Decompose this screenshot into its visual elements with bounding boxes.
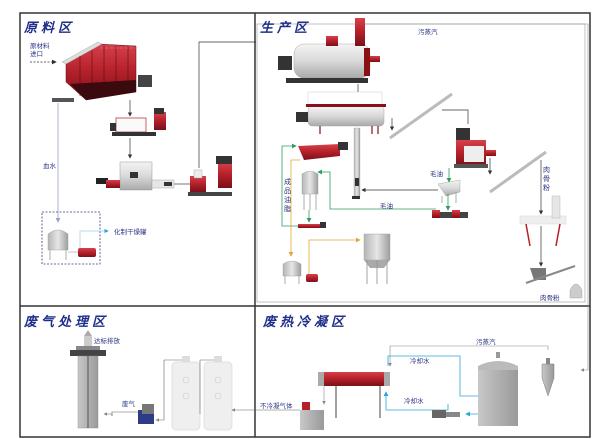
flow-to-dryer xyxy=(79,228,109,248)
flow-cooling-water-out xyxy=(387,355,485,399)
screw-press xyxy=(454,128,496,168)
screw-conveyor-1 xyxy=(389,92,453,140)
label-raw-inlet: 原材料进口 xyxy=(30,42,50,58)
cooling-tower xyxy=(478,352,518,426)
oil-pump xyxy=(298,222,326,228)
transfer-pump xyxy=(174,156,232,196)
crude-oil-pump xyxy=(432,210,468,218)
zone-title-raw: 原料区 xyxy=(24,21,76,36)
label-waste-gas: 废气 xyxy=(122,400,135,408)
zone-frames xyxy=(19,12,591,438)
label-crude-oil-1: 毛油 xyxy=(430,170,443,178)
label-discharge: 达标排放 xyxy=(94,337,120,345)
horizontal-press-tank xyxy=(296,91,386,134)
label-noncondensable-gas: 不冷凝气体 xyxy=(260,402,293,410)
zone-title-exhaust: 废气处理区 xyxy=(24,315,110,330)
grinder xyxy=(519,195,567,247)
flow-green-loop xyxy=(281,143,306,227)
condense-zone xyxy=(300,345,555,430)
flow-dirty-steam-top xyxy=(365,23,589,372)
decanter-centrifuge xyxy=(298,142,348,160)
blood-water-tank xyxy=(47,229,96,260)
label-dirty-steam-top: 污蒸汽 xyxy=(418,28,438,36)
blood-water-tank-box xyxy=(41,211,101,265)
label-finished-oil: 成品油脂 xyxy=(284,178,291,213)
scrubber-2 xyxy=(203,356,233,431)
scrubber-1 xyxy=(171,356,201,431)
label-meat-bone-meal-vertical: 肉骨粉 xyxy=(543,166,550,192)
flow-fan-to-stack xyxy=(103,412,113,416)
raw-hopper xyxy=(52,41,152,102)
label-crude-oil-2: 毛油 xyxy=(380,202,393,210)
zone-title-condense: 废热冷凝区 xyxy=(263,315,349,330)
outer-frame xyxy=(19,12,591,438)
condenser xyxy=(318,372,390,418)
cyclone-separator xyxy=(541,358,555,397)
zone-title-production: 生产区 xyxy=(260,21,312,36)
flow-to-storage-tank xyxy=(308,237,361,274)
label-dirty-steam-bottom: 污蒸汽 xyxy=(476,338,496,346)
exhaust-zone xyxy=(70,330,300,431)
screw-conveyor-2 xyxy=(489,150,547,194)
crusher xyxy=(110,108,166,136)
flow-cooling-water-in xyxy=(383,391,449,411)
exhaust-stack xyxy=(70,330,106,429)
label-to-dryer: 化制干燥罐 xyxy=(114,228,147,236)
exhaust-fan xyxy=(138,404,154,424)
separator-column xyxy=(352,127,361,199)
finished-oil-tank xyxy=(301,170,319,210)
mixer-hopper xyxy=(96,161,175,191)
label-meat-bone-meal-bottom: 肉骨粉 xyxy=(540,294,560,302)
flow-scrubber-to-fan xyxy=(155,359,184,422)
label-cooling-water-1: 冷却水 xyxy=(410,357,430,365)
oil-filter xyxy=(437,179,461,203)
flow-finished-oil-orange xyxy=(288,159,300,257)
batch-cooker xyxy=(278,18,380,83)
storage-tank-small xyxy=(282,260,318,284)
flow-scrubber2-to-scrubber1 xyxy=(199,359,218,414)
flow-crude-oil-to-tank xyxy=(317,169,436,210)
flow-steam-to-pump xyxy=(198,41,256,168)
production-zone xyxy=(278,18,589,372)
packing-conveyor xyxy=(525,265,583,299)
raw-material-zone xyxy=(30,41,256,265)
label-blood-water: 血水 xyxy=(43,162,56,170)
cooling-water-pump xyxy=(432,410,460,418)
flow-waste-gas xyxy=(111,411,142,416)
label-cooling-water-2: 冷却水 xyxy=(404,397,424,405)
condensate-tank xyxy=(300,402,324,430)
flow-conveyor-to-press xyxy=(442,109,469,124)
storage-tank-large xyxy=(363,233,391,284)
